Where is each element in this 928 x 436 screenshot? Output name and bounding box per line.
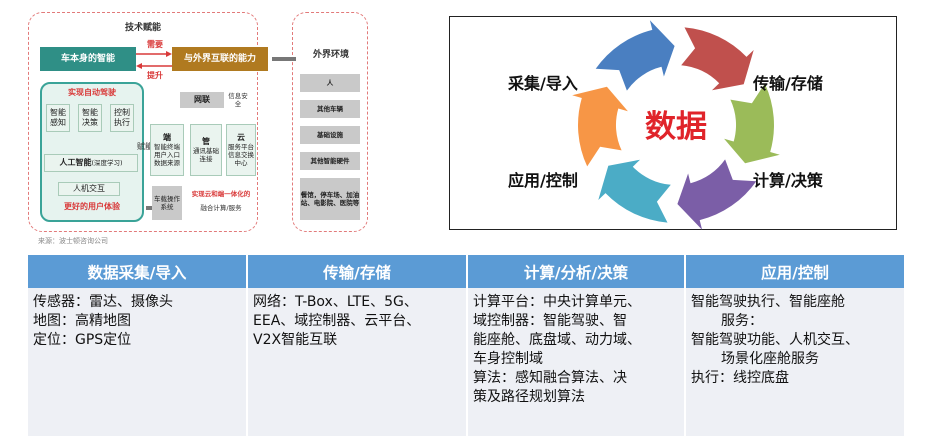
auto-driving-label: 实现自动驾驶 bbox=[68, 88, 116, 97]
tech-title: 技术赋能 bbox=[124, 23, 161, 33]
table-body-row: 传感器：雷达、摄像头 地图：高精地图 定位：GPS定位 网络：T-Box、LTE… bbox=[28, 288, 904, 436]
network-box: 网联 bbox=[180, 92, 224, 108]
control-exec-box: 控制执行 bbox=[110, 104, 134, 132]
header-compute: 计算/分析/决策 bbox=[468, 255, 686, 288]
source-note: 来源：波士顿咨询公司 bbox=[38, 237, 108, 245]
cloud-desc: 服务平台信息交换中心 bbox=[228, 143, 254, 167]
cycle-arrow-segment bbox=[724, 83, 780, 164]
cell-line: 智能驾驶执行、智能座舱 bbox=[691, 294, 845, 310]
env-dashed-frame bbox=[292, 12, 368, 232]
end-box: 端 智能终端用户入口数据来源 bbox=[150, 124, 184, 176]
stage-apply: 应用/控制 bbox=[508, 171, 578, 190]
cycle-arrow-segment bbox=[572, 86, 628, 167]
table-header-row: 数据采集/导入 传输/存储 计算/分析/决策 应用/控制 bbox=[28, 255, 904, 288]
cloud-end-integration-label: 实现云和端一体化的 bbox=[191, 190, 251, 198]
stage-collect: 采集/导入 bbox=[508, 74, 578, 93]
cell-line: 场景化座舱服务 bbox=[721, 351, 819, 367]
cell-line: 车身控制域 bbox=[473, 351, 543, 367]
deep-learning-label: (深度学习) bbox=[91, 159, 123, 167]
tech-dashed-frame bbox=[28, 12, 258, 232]
cloud-title: 云 bbox=[237, 133, 245, 142]
cycle-arrow-segment bbox=[677, 159, 757, 230]
ai-box: 人工智能 (深度学习) bbox=[44, 154, 138, 172]
header-transmit: 传输/存储 bbox=[248, 255, 468, 288]
external-connect-box: 与外界互联的能力 bbox=[172, 47, 268, 71]
env-item-vehicles: 其他车辆 bbox=[300, 100, 360, 118]
stage-compute: 计算/决策 bbox=[753, 171, 823, 190]
cell-line: V2X智能互联 bbox=[253, 332, 338, 348]
pipe-desc: 通讯基础连接 bbox=[193, 147, 219, 163]
center-data-label: 数据 bbox=[645, 109, 707, 145]
cloud-box: 云 服务平台信息交换中心 bbox=[226, 124, 256, 176]
pipe-title: 管 bbox=[202, 137, 210, 146]
vehicle-os-box: 车载操作系统 bbox=[152, 186, 182, 220]
cell-line: 定位：GPS定位 bbox=[33, 332, 132, 348]
header-collect: 数据采集/导入 bbox=[28, 255, 248, 288]
cycle-arrows bbox=[572, 20, 780, 230]
cell-line: 智能驾驶功能、人机交互、 bbox=[691, 332, 859, 348]
smart-decide-box: 智能决策 bbox=[78, 104, 102, 132]
cell-apply: 智能驾驶执行、智能座舱 服务： 智能驾驶功能、人机交互、 场景化座舱服务 执行：… bbox=[686, 288, 904, 436]
hmi-box: 人机交互 bbox=[58, 182, 120, 196]
ai-label: 人工智能 bbox=[59, 158, 92, 167]
cell-collect: 传感器：雷达、摄像头 地图：高精地图 定位：GPS定位 bbox=[28, 288, 248, 436]
pipe-box: 管 通讯基础连接 bbox=[190, 124, 222, 176]
env-item-places: 餐馆，停车场、加油站、电影院、医院等 bbox=[300, 178, 360, 220]
stage-transmit: 传输/存储 bbox=[753, 74, 823, 93]
cell-line: EEA、域控制器、云平台、 bbox=[253, 313, 421, 329]
cell-line: 地图：高精地图 bbox=[33, 313, 131, 329]
cell-line: 执行：线控底盘 bbox=[691, 370, 789, 386]
cell-line: 传感器：雷达、摄像头 bbox=[33, 294, 173, 310]
end-desc: 智能终端用户入口数据来源 bbox=[154, 143, 180, 167]
fusion-service-label: 融合计算/服务 bbox=[200, 204, 242, 212]
cell-line: 域控制器：智能驾驶、智 bbox=[473, 313, 627, 329]
env-item-hardware: 其他智能硬件 bbox=[300, 152, 360, 170]
cell-line: 服务： bbox=[721, 313, 763, 329]
header-apply: 应用/控制 bbox=[686, 255, 904, 288]
empower-label: 赋能 bbox=[137, 142, 153, 151]
tech-empower-diagram: 技术赋能 车本身的智能 与外界互联的能力 需要 提升 外界环境 实现自动驾驶 智… bbox=[28, 12, 370, 246]
end-title: 端 bbox=[163, 133, 171, 142]
external-env-label: 外界环境 bbox=[312, 50, 349, 60]
smart-sense-box: 智能感知 bbox=[46, 104, 70, 132]
cell-line: 计算平台：中央计算单元、 bbox=[473, 294, 641, 310]
cycle-arrow-segment bbox=[595, 20, 675, 91]
cell-line: 策及路径规划算法 bbox=[473, 389, 585, 405]
cell-transmit: 网络：T-Box、LTE、5G、 EEA、域控制器、云平台、 V2X智能互联 bbox=[248, 288, 468, 436]
improve-label: 提升 bbox=[147, 71, 163, 80]
cycle-arrow-segment bbox=[681, 27, 754, 91]
cell-line: 能座舱、底盘域、动力域、 bbox=[473, 332, 641, 348]
cell-compute: 计算平台：中央计算单元、 域控制器：智能驾驶、智 能座舱、底盘域、动力域、 车身… bbox=[468, 288, 686, 436]
data-chain-table: 数据采集/导入 传输/存储 计算/分析/决策 应用/控制 传感器：雷达、摄像头 … bbox=[28, 255, 904, 436]
needs-label: 需要 bbox=[147, 40, 163, 49]
auto-driving-region bbox=[40, 82, 144, 222]
cell-line: 网络：T-Box、LTE、5G、 bbox=[253, 294, 418, 310]
cell-line: 算法：感知融合算法、决 bbox=[473, 370, 627, 386]
better-ux-label: 更好的用户体验 bbox=[64, 202, 120, 211]
data-cycle-panel: 数据 采集/导入 传输/存储 计算/决策 应用/控制 bbox=[449, 16, 897, 230]
cycle-arrow-segment bbox=[598, 159, 671, 223]
car-intelligence-box: 车本身的智能 bbox=[40, 47, 136, 71]
env-item-person: 人 bbox=[300, 74, 360, 92]
info-security-label: 信息安全 bbox=[228, 92, 248, 108]
env-item-infrastructure: 基础设施 bbox=[300, 126, 360, 144]
